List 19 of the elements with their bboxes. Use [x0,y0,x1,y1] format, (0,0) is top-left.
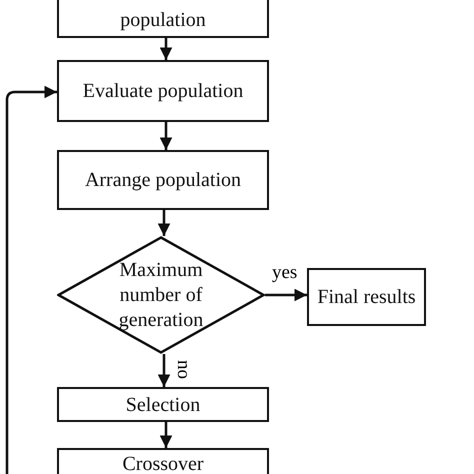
arrow [160,38,172,60]
node-text: population [120,8,206,32]
node-text: Crossover [122,452,204,474]
process-box [57,0,269,38]
process-box [57,60,269,122]
arrow [160,122,172,150]
process-box [57,387,269,422]
node-text: Final results [317,285,416,309]
node-text: Selection [126,392,200,416]
node-text: Evaluate population [82,79,244,103]
arrow [265,288,307,302]
process-box [307,268,426,326]
process-box [57,150,269,210]
node-text: Arrange population [84,168,242,192]
arrow [158,354,170,387]
arrow [6,86,57,474]
node-text: Maximum number of generation [118,258,204,332]
arrow [158,210,170,236]
arrow [160,422,172,448]
